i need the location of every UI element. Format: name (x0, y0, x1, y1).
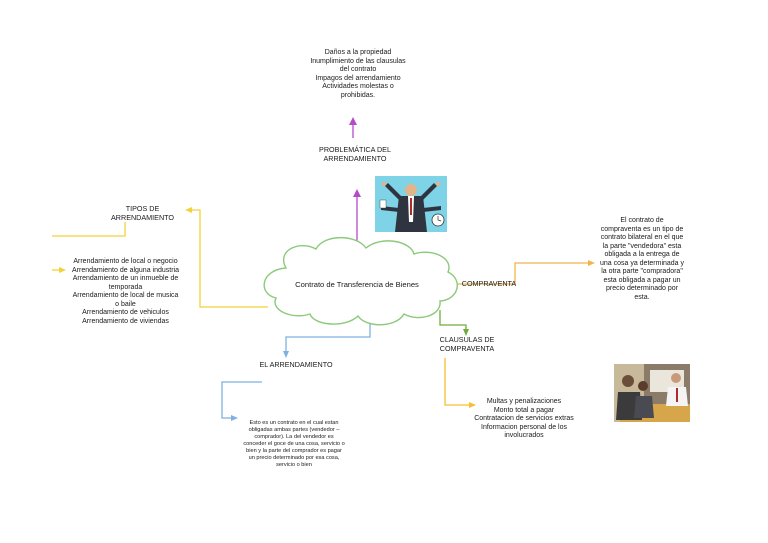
clausulas-detail: Multas y penalizaciones Monto total a pa… (462, 398, 586, 441)
arrendamiento-topic: EL ARRENDAMIENTO (248, 361, 344, 370)
arrow-problematica-detail (349, 117, 357, 125)
arrow-problematica (353, 189, 361, 197)
connector-arrendamiento-detail (222, 382, 262, 418)
tipos-detail: Arrendamiento de local o negocio Arrenda… (63, 258, 188, 326)
connector-tipos (190, 210, 268, 307)
clausulas-topic: CLAUSULAS DE COMPRAVENTA (428, 336, 506, 354)
compraventa-detail: El contrato de compraventa es un tipo de… (587, 217, 697, 302)
arrendamiento-detail: Esto es un contrato en el cual estan obl… (232, 420, 356, 469)
problematica-topic: PROBLEMÁTICA DEL ARRENDAMIENTO (305, 146, 405, 164)
connector-clausulas (440, 310, 466, 330)
central-topic-label: Contrato de Transferencia de Bienes (288, 280, 426, 289)
office-meeting-photo (614, 364, 690, 422)
arrow-arrendamiento (283, 351, 289, 358)
problematica-detail: Daños a la propiedad Inumplimiento de la… (294, 49, 422, 100)
stressed-businessman-illustration (375, 176, 447, 232)
compraventa-topic: COMPRAVENTA (458, 280, 520, 289)
connector-tipos-detail (52, 222, 125, 236)
tipos-topic: TIPOS DE ARRENDAMIENTO (95, 205, 190, 223)
